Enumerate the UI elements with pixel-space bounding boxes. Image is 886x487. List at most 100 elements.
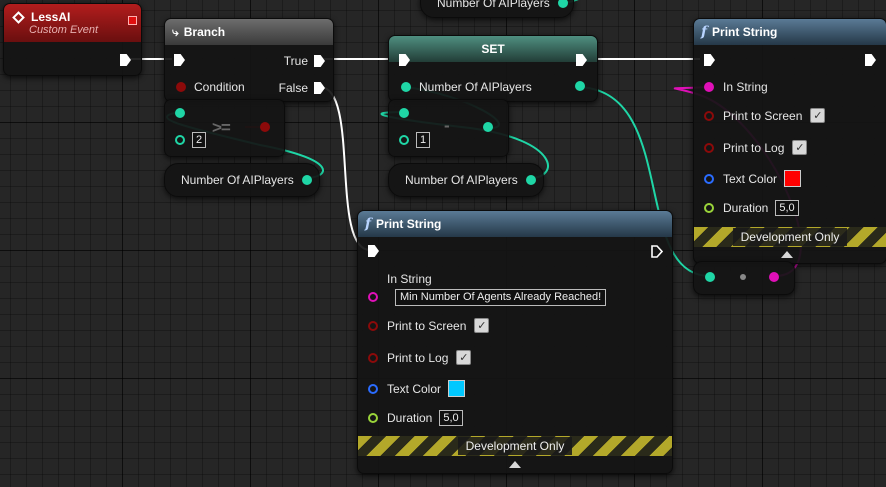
- text-color-label: Text Color: [723, 171, 778, 186]
- set-node[interactable]: SET Number Of AIPlayers: [388, 35, 598, 102]
- text-color-swatch[interactable]: [448, 380, 466, 397]
- compare-input-b[interactable]: 2: [175, 132, 207, 148]
- exec-out-pin[interactable]: [314, 82, 325, 94]
- reroute-out-pin[interactable]: [769, 272, 779, 282]
- set-in-pin[interactable]: [401, 82, 411, 92]
- print-center-duration[interactable]: Duration 5,0: [368, 410, 463, 426]
- event-delegate-pin[interactable]: [128, 16, 137, 25]
- get-var-out-pin[interactable]: [557, 0, 568, 8]
- print-right-print-screen[interactable]: Print to Screen ✓: [704, 108, 826, 123]
- expand-arrow-icon[interactable]: [509, 461, 521, 468]
- print-log-pin[interactable]: [704, 142, 714, 153]
- get-var-node-mid[interactable]: Number Of AIPlayers: [388, 163, 544, 197]
- print-center-text-color[interactable]: Text Color: [368, 380, 466, 397]
- in-string-field[interactable]: Min Number Of Agents Already Reached!: [395, 289, 607, 306]
- print-string-node-right[interactable]: f Print String In String Print to Screen…: [693, 18, 886, 264]
- branch-exec-in[interactable]: [174, 54, 185, 66]
- print-log-checkbox[interactable]: ✓: [456, 350, 472, 365]
- branch-condition-pin-row[interactable]: Condition: [176, 80, 245, 94]
- print-screen-checkbox[interactable]: ✓: [810, 108, 826, 123]
- subtract-input-b[interactable]: 1: [399, 132, 431, 148]
- compare-node[interactable]: >= 2: [164, 99, 285, 157]
- compare-output[interactable]: [260, 122, 270, 132]
- branch-false-out[interactable]: False: [279, 81, 325, 95]
- exec-out-pin[interactable]: [120, 54, 131, 66]
- compare-out-pin[interactable]: [260, 122, 270, 132]
- duration-pin[interactable]: [368, 413, 378, 423]
- get-var-out-pin[interactable]: [525, 175, 536, 185]
- exec-out-pin[interactable]: [865, 54, 876, 66]
- print-right-exec-in[interactable]: [704, 54, 715, 66]
- exec-in-pin[interactable]: [368, 245, 379, 257]
- subtract-a-pin[interactable]: [399, 108, 409, 118]
- event-exec-out[interactable]: [120, 54, 131, 66]
- exec-in-pin[interactable]: [399, 54, 410, 66]
- event-node-header: LessAI Custom Event: [4, 4, 141, 42]
- print-right-exec-out[interactable]: [865, 54, 876, 66]
- duration-value[interactable]: 5,0: [439, 410, 463, 426]
- get-var-out-pin[interactable]: [301, 175, 312, 185]
- condition-pin[interactable]: [176, 82, 186, 92]
- get-var-node-top[interactable]: Number Of AIPlayers: [420, 0, 574, 18]
- exec-out-pin[interactable]: [651, 245, 663, 258]
- print-screen-pin[interactable]: [704, 110, 714, 121]
- get-var-node-left[interactable]: Number Of AIPlayers: [164, 163, 320, 197]
- print-center-print-log[interactable]: Print to Log ✓: [368, 350, 472, 365]
- print-screen-checkbox[interactable]: ✓: [474, 318, 490, 333]
- print-center-in-string[interactable]: In String Min Number Of Agents Already R…: [368, 272, 607, 306]
- set-exec-in[interactable]: [399, 54, 410, 66]
- text-color-pin[interactable]: [704, 173, 714, 184]
- reroute-out[interactable]: [769, 272, 779, 282]
- reroute-in[interactable]: [705, 272, 715, 282]
- print-right-duration[interactable]: Duration 5,0: [704, 200, 799, 216]
- in-string-pin[interactable]: [704, 82, 714, 92]
- subtract-out-pin[interactable]: [483, 122, 493, 132]
- print-center-print-screen[interactable]: Print to Screen ✓: [368, 318, 490, 333]
- expand-arrow-icon[interactable]: [781, 251, 793, 258]
- exec-out-pin[interactable]: [314, 55, 325, 67]
- subtract-output[interactable]: [483, 122, 493, 132]
- print-right-in-string[interactable]: In String: [704, 80, 768, 94]
- reroute-in-pin[interactable]: [705, 272, 715, 282]
- subtract-input-a[interactable]: [399, 108, 409, 118]
- exec-out-pin[interactable]: [576, 54, 587, 66]
- event-node-lessai[interactable]: LessAI Custom Event: [3, 3, 142, 76]
- compare-a-pin[interactable]: [175, 108, 185, 118]
- exec-in-pin[interactable]: [174, 54, 185, 66]
- function-icon: f: [365, 216, 372, 232]
- print-right-header: f Print String: [694, 19, 886, 45]
- compare-b-value[interactable]: 2: [192, 132, 207, 148]
- print-string-node-center[interactable]: f Print String In String Min Number Of A…: [357, 210, 673, 474]
- text-color-pin[interactable]: [368, 383, 378, 394]
- branch-false-label: False: [278, 81, 308, 95]
- print-log-pin[interactable]: [368, 352, 378, 363]
- compare-b-pin[interactable]: [175, 135, 185, 145]
- set-var-label: Number Of AIPlayers: [419, 80, 532, 94]
- print-center-exec-out[interactable]: [651, 245, 663, 258]
- set-exec-out[interactable]: [576, 54, 587, 66]
- print-right-text-color[interactable]: Text Color: [704, 170, 802, 187]
- print-log-checkbox[interactable]: ✓: [792, 140, 808, 155]
- in-string-label: In String: [723, 80, 768, 94]
- subtract-b-value[interactable]: 1: [416, 132, 431, 148]
- reroute-node[interactable]: [693, 261, 795, 295]
- set-var-row[interactable]: Number Of AIPlayers: [401, 80, 532, 94]
- branch-node[interactable]: ⤷ Branch True Condition False: [164, 18, 334, 102]
- print-center-exec-in[interactable]: [368, 245, 379, 257]
- print-screen-pin[interactable]: [368, 320, 378, 331]
- branch-true-out[interactable]: True: [284, 54, 325, 68]
- print-center-header: f Print String: [358, 211, 672, 237]
- get-var-row: Number Of AIPlayers: [405, 173, 536, 187]
- compare-input-a[interactable]: [175, 108, 185, 118]
- set-out-pin[interactable]: [575, 81, 585, 91]
- subtract-b-pin[interactable]: [399, 135, 409, 145]
- in-string-pin[interactable]: [368, 292, 378, 302]
- print-right-print-log[interactable]: Print to Log ✓: [704, 140, 808, 155]
- duration-value[interactable]: 5,0: [775, 200, 799, 216]
- subtract-node[interactable]: - 1: [388, 99, 509, 157]
- duration-label: Duration: [387, 411, 433, 425]
- exec-in-pin[interactable]: [704, 54, 715, 66]
- text-color-swatch[interactable]: [784, 170, 802, 187]
- set-out-row[interactable]: [575, 81, 585, 91]
- duration-pin[interactable]: [704, 203, 714, 213]
